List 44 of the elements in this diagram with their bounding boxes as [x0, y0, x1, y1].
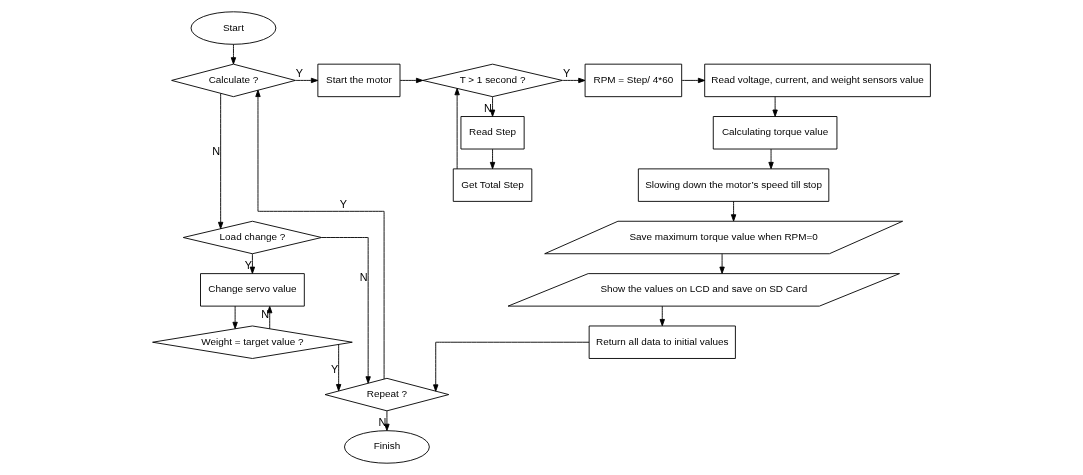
arrow: [772, 96, 778, 117]
arrow: [255, 89, 385, 380]
node-box: Change servo value: [200, 273, 305, 307]
arrow: [562, 77, 586, 84]
arrow: [232, 305, 238, 330]
arrow: [295, 77, 319, 84]
edge-label: Y: [339, 198, 348, 211]
node-box: Calculating torque value: [712, 116, 838, 150]
edge-label: N: [212, 144, 221, 157]
arrow: [489, 96, 496, 117]
arrow: [454, 88, 460, 170]
arrow: [659, 305, 665, 327]
arrow: [719, 253, 725, 274]
edge-label: N: [378, 416, 387, 429]
node-ellipse: Finish: [344, 430, 430, 464]
node-box: Slowing down the motor’s speed till stop: [637, 168, 830, 202]
arrow: [681, 77, 706, 84]
arrow: [730, 200, 737, 222]
node-box: Start the motor: [317, 63, 401, 98]
arrow: [336, 344, 342, 392]
edge-label: N: [484, 102, 492, 115]
arrow: [768, 148, 774, 170]
edge-label: N: [359, 270, 368, 283]
node-ellipse: Start: [190, 11, 277, 45]
arrow: [218, 93, 224, 230]
edge-label: Y: [330, 363, 339, 376]
arrow: [321, 237, 371, 384]
arrow: [433, 341, 590, 392]
edge-label: N: [261, 307, 270, 320]
edge-label: Y: [244, 259, 252, 272]
arrow: [384, 410, 390, 431]
node-box: Get Total Step: [452, 168, 533, 202]
node-box: RPM = Step/ 4*60: [584, 63, 683, 98]
arrow: [489, 148, 496, 170]
node-diamond: Weight = target value ?: [152, 325, 353, 359]
edge-label: Y: [562, 67, 571, 80]
edge-label: Y: [295, 67, 303, 80]
node-box: Read voltage, current, and weight sensors value: [704, 63, 931, 98]
arrow: [230, 43, 237, 65]
node-box: Return all data to initial values: [588, 325, 736, 359]
node-box: Read Step: [460, 116, 525, 150]
arrow: [399, 77, 424, 84]
arrow: [267, 306, 273, 330]
arrow: [249, 253, 256, 274]
